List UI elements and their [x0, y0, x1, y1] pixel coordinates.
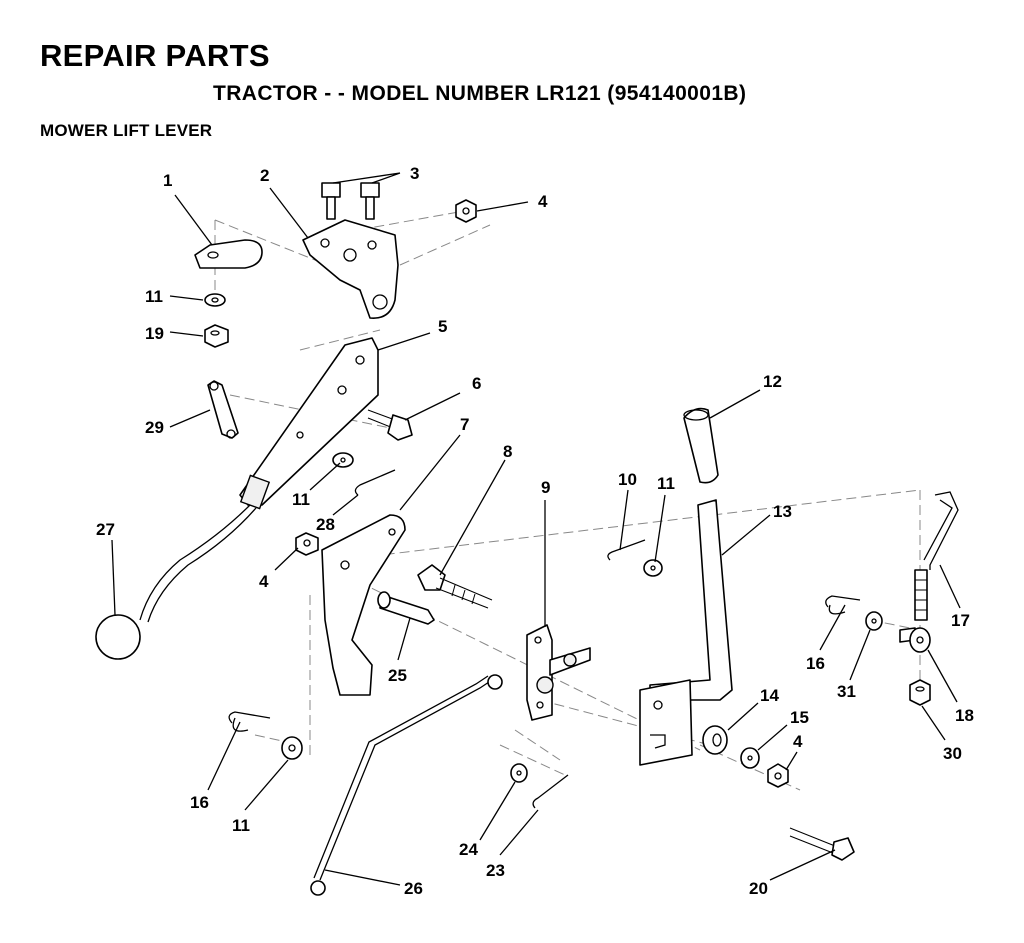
callout-23: 23	[486, 861, 505, 880]
part-24-washer	[510, 763, 528, 783]
part-4-nut	[767, 763, 789, 788]
model-subtitle: TRACTOR - - MODEL NUMBER LR121 (95414000…	[213, 82, 747, 105]
callout-11d: 11	[232, 816, 250, 835]
part-29-link	[207, 380, 239, 439]
callout-leaders	[111, 172, 961, 886]
section-heading: MOWER LIFT LEVER	[40, 121, 213, 140]
callout-10: 10	[618, 470, 637, 489]
part-10-cotter-pin	[607, 539, 646, 561]
part-27-knob	[95, 614, 141, 660]
part-4-nut	[295, 532, 319, 556]
callout-labels: 1 2 3 4 11 19 5 6 29 7 12 27 11 28 8 10 …	[96, 164, 974, 898]
part-4-nut	[455, 199, 477, 223]
part-31-washer	[865, 611, 883, 631]
callout-3: 3	[410, 164, 419, 183]
callout-13: 13	[773, 502, 792, 521]
callout-12: 12	[763, 372, 782, 391]
callout-19: 19	[145, 324, 164, 343]
part-9-pivot-bracket	[526, 624, 591, 721]
part-7-mounting-plate	[321, 514, 406, 696]
part-23-cotter-pin	[532, 774, 569, 809]
callout-16b: 16	[190, 793, 209, 812]
callout-31: 31	[837, 682, 856, 701]
part-25-spacer	[377, 591, 435, 625]
part-19-nut	[204, 324, 229, 348]
part-16-hairpin-clip	[825, 595, 861, 615]
part-1-clip	[194, 239, 263, 269]
part-18-trunnion	[899, 627, 931, 653]
callout-8: 8	[503, 442, 512, 461]
part-8-bolt	[417, 564, 493, 609]
part-13-lift-lever	[639, 499, 733, 766]
callout-24: 24	[459, 840, 478, 859]
callout-11: 11	[145, 287, 163, 306]
part-11-washer	[204, 293, 226, 307]
callout-20: 20	[749, 879, 768, 898]
part-20-bolt	[789, 827, 855, 861]
part-6-bolt	[367, 409, 413, 441]
callout-1: 1	[163, 171, 172, 190]
callout-27: 27	[96, 520, 115, 539]
part-26-lift-rod	[310, 674, 503, 896]
callout-18: 18	[955, 706, 974, 725]
callout-14: 14	[760, 686, 779, 705]
callout-11c: 11	[657, 474, 675, 493]
callout-25: 25	[388, 666, 407, 685]
part-11-washer	[643, 559, 663, 577]
part-11-washer	[281, 736, 303, 760]
callout-5: 5	[438, 317, 447, 336]
part-16-hairpin-clip	[228, 711, 271, 732]
callout-4b: 4	[259, 572, 269, 591]
part-14-bushing	[702, 725, 728, 755]
callout-15: 15	[790, 708, 809, 727]
callout-4: 4	[538, 192, 548, 211]
callout-11b: 11	[292, 490, 310, 509]
callout-29: 29	[145, 418, 164, 437]
part-11-washer	[332, 452, 354, 468]
part-30-nut	[909, 679, 931, 706]
callout-16: 16	[806, 654, 825, 673]
part-5-lift-arm	[139, 337, 379, 623]
callout-7: 7	[460, 415, 469, 434]
part-15-washer	[740, 747, 760, 769]
page-title: REPAIR PARTS	[40, 38, 270, 73]
assembly-guide-lines	[214, 209, 921, 791]
part-3-bolts	[321, 182, 380, 220]
callout-28: 28	[316, 515, 335, 534]
part-28-cotter-pin	[354, 469, 396, 496]
callout-26: 26	[404, 879, 423, 898]
callout-9: 9	[541, 478, 550, 497]
callout-6: 6	[472, 374, 481, 393]
callout-30: 30	[943, 744, 962, 763]
callout-4c: 4	[793, 732, 803, 751]
part-2-bracket	[302, 219, 399, 319]
callout-2: 2	[260, 166, 269, 185]
part-12-handle-grip	[683, 407, 719, 484]
callout-17: 17	[951, 611, 970, 630]
part-17-adjuster-rod	[914, 491, 959, 621]
